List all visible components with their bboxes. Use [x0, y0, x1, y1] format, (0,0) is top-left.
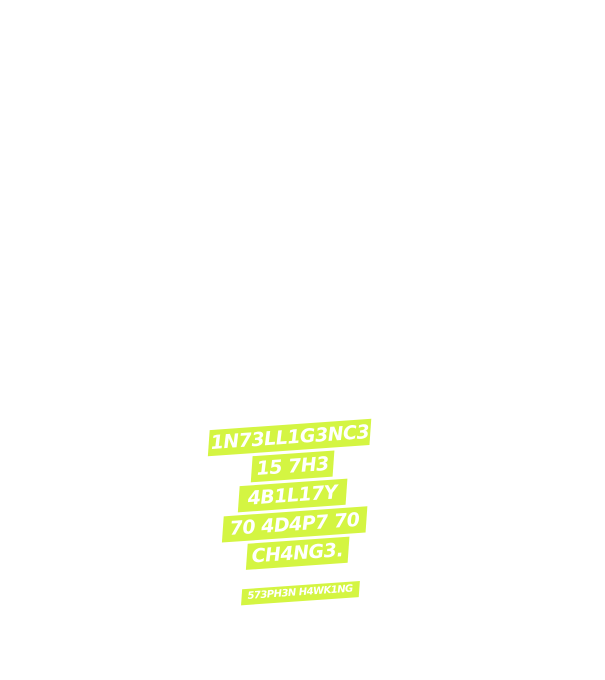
quote-line-4-text: 70 4D4P7 70	[228, 508, 361, 540]
quote-line-5: CH4NG3.	[245, 536, 350, 570]
quote-line-1-text: 1N73LL1G3NC3	[209, 421, 370, 455]
quote-line-2-text: 15 7H3	[255, 452, 330, 480]
quote-line-3: 4B1L17Y	[237, 478, 348, 513]
quote-line-2: 15 7H3	[250, 450, 335, 483]
quote-line-3-text: 4B1L17Y	[247, 481, 339, 510]
quote-attribution-text: 573PH3N H4WK1NG	[247, 583, 354, 602]
quote-attribution: 573PH3N H4WK1NG	[241, 580, 360, 606]
quote-block: 1N73LL1G3NC3 15 7H3 4B1L17Y 70 4D4P7 70 …	[193, 403, 407, 626]
quote-line-1: 1N73LL1G3NC3	[207, 418, 372, 457]
quote-line-5-text: CH4NG3.	[251, 539, 344, 568]
